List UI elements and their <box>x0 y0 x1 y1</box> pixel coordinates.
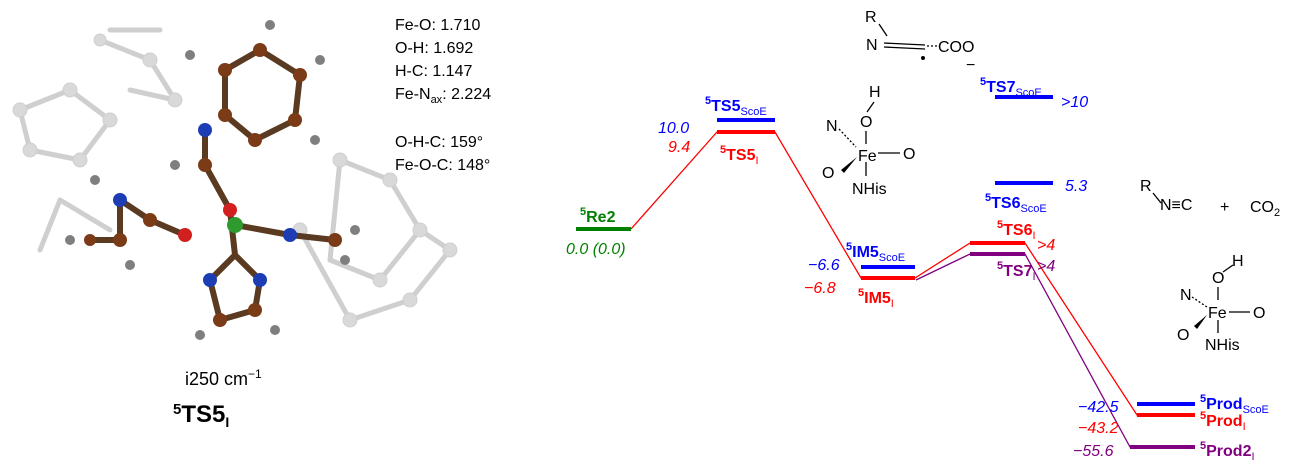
nitrile-product: R N≡C + CO2 <box>1140 178 1280 219</box>
energy-ts6-scoe: 5.3 <box>1065 178 1087 195</box>
fe2-o-right: O <box>1253 305 1265 322</box>
state-label-ts5-i: 5TS5I <box>720 144 759 167</box>
fe1-o-bottom: O <box>822 165 834 182</box>
fe1-h: H <box>869 84 881 101</box>
energy-ts5-i: 9.4 <box>668 139 690 156</box>
ghost-framework <box>17 27 453 323</box>
fe1-fe: Fe <box>858 148 877 165</box>
structure-label: 5TS5I <box>173 401 229 430</box>
state-label-prod2-i: 5Prod2I <box>1200 440 1255 462</box>
ghost-atoms <box>12 33 458 328</box>
fe1-o-top: O <box>860 114 872 131</box>
fe2-h: H <box>1232 253 1244 270</box>
imine-n: N <box>866 37 878 54</box>
geometry-h-c: H-C: 1.147 <box>395 63 472 80</box>
energy-prod-scoe: −42.5 <box>1078 399 1119 416</box>
fe2-fe: Fe <box>1208 305 1227 322</box>
geometry-angle-ohc: O-H-C: 159° <box>395 134 483 151</box>
energy-im5-scoe: −6.6 <box>808 257 840 274</box>
fe2-nhis: NHis <box>1205 337 1240 354</box>
nitrile-nc: N≡C <box>1160 197 1192 214</box>
energy-ts6-i: >4 <box>1037 237 1055 254</box>
energy-prod2-i: −55.6 <box>1073 443 1114 460</box>
fe2-n: N <box>1180 287 1192 304</box>
state-label-im5-scoe: 5IM5ScoE <box>846 241 905 264</box>
state-label-ts6-i: 5TS6I <box>997 219 1036 242</box>
state-label-ts5-scoe: 5TS5ScoE <box>705 95 767 118</box>
nitrile-r: R <box>1140 178 1152 195</box>
state-label-ts6-scoe: 5TS6ScoE <box>985 192 1047 215</box>
imine-coo: COO <box>938 39 974 56</box>
geometry-fe-nax: Fe-Nax: 2.224 <box>395 86 491 106</box>
geometry-angle-feoc: Fe-O-C: 148° <box>395 157 490 174</box>
energy-ts7-i: >4 <box>1037 258 1055 275</box>
connector-red <box>630 131 1195 416</box>
energy-profile: 5Re2 5TS5ScoE 5TS5I 5IM5ScoE 5IM5I 5TS7S… <box>566 76 1269 462</box>
energy-ts5-scoe: 10.0 <box>658 120 689 137</box>
active-site-atoms <box>65 20 360 340</box>
imine-charge: − <box>966 57 975 74</box>
fe-complex-1: O H Fe N O O NHis <box>822 84 915 198</box>
fe-complex-2: O H Fe N O O NHis <box>1177 253 1265 354</box>
reaction-plus: + <box>1220 199 1229 216</box>
state-label-re2: 5Re2 <box>580 206 616 226</box>
energy-re2: 0.0 (0.0) <box>566 241 626 258</box>
fe1-n: N <box>826 118 838 135</box>
state-label-im5-i: 5IM5I <box>858 287 894 310</box>
connector-purple <box>915 253 1195 448</box>
fe1-o-right: O <box>903 146 915 163</box>
co2: CO2 <box>1250 199 1280 219</box>
geometry-fe-o: Fe-O: 1.710 <box>395 17 480 34</box>
energy-prod-i: −43.2 <box>1078 420 1119 437</box>
fe1-nhis: NHis <box>852 181 887 198</box>
state-label-prod-i: 5ProdI <box>1200 410 1246 433</box>
fe2-o-top: O <box>1212 270 1224 287</box>
molecular-structure: Fe-O: 1.710 O-H: 1.692 H-C: 1.147 Fe-Nax… <box>12 17 491 430</box>
state-label-prod-scoe: 5ProdScoE <box>1200 393 1269 416</box>
imine-r: R <box>865 9 877 26</box>
fe2-o-bottom: O <box>1177 327 1189 344</box>
geometry-o-h: O-H: 1.692 <box>395 40 473 57</box>
energy-im5-i: −6.8 <box>804 280 836 297</box>
imaginary-frequency: i250 cm−1 <box>185 367 262 389</box>
state-label-ts7-scoe: 5TS7ScoE <box>980 76 1042 99</box>
energy-ts7-scoe: >10 <box>1061 94 1088 111</box>
imine-radical-structure: R N COO − <box>865 9 975 74</box>
state-label-ts7-i: 5TS7I <box>997 260 1036 283</box>
